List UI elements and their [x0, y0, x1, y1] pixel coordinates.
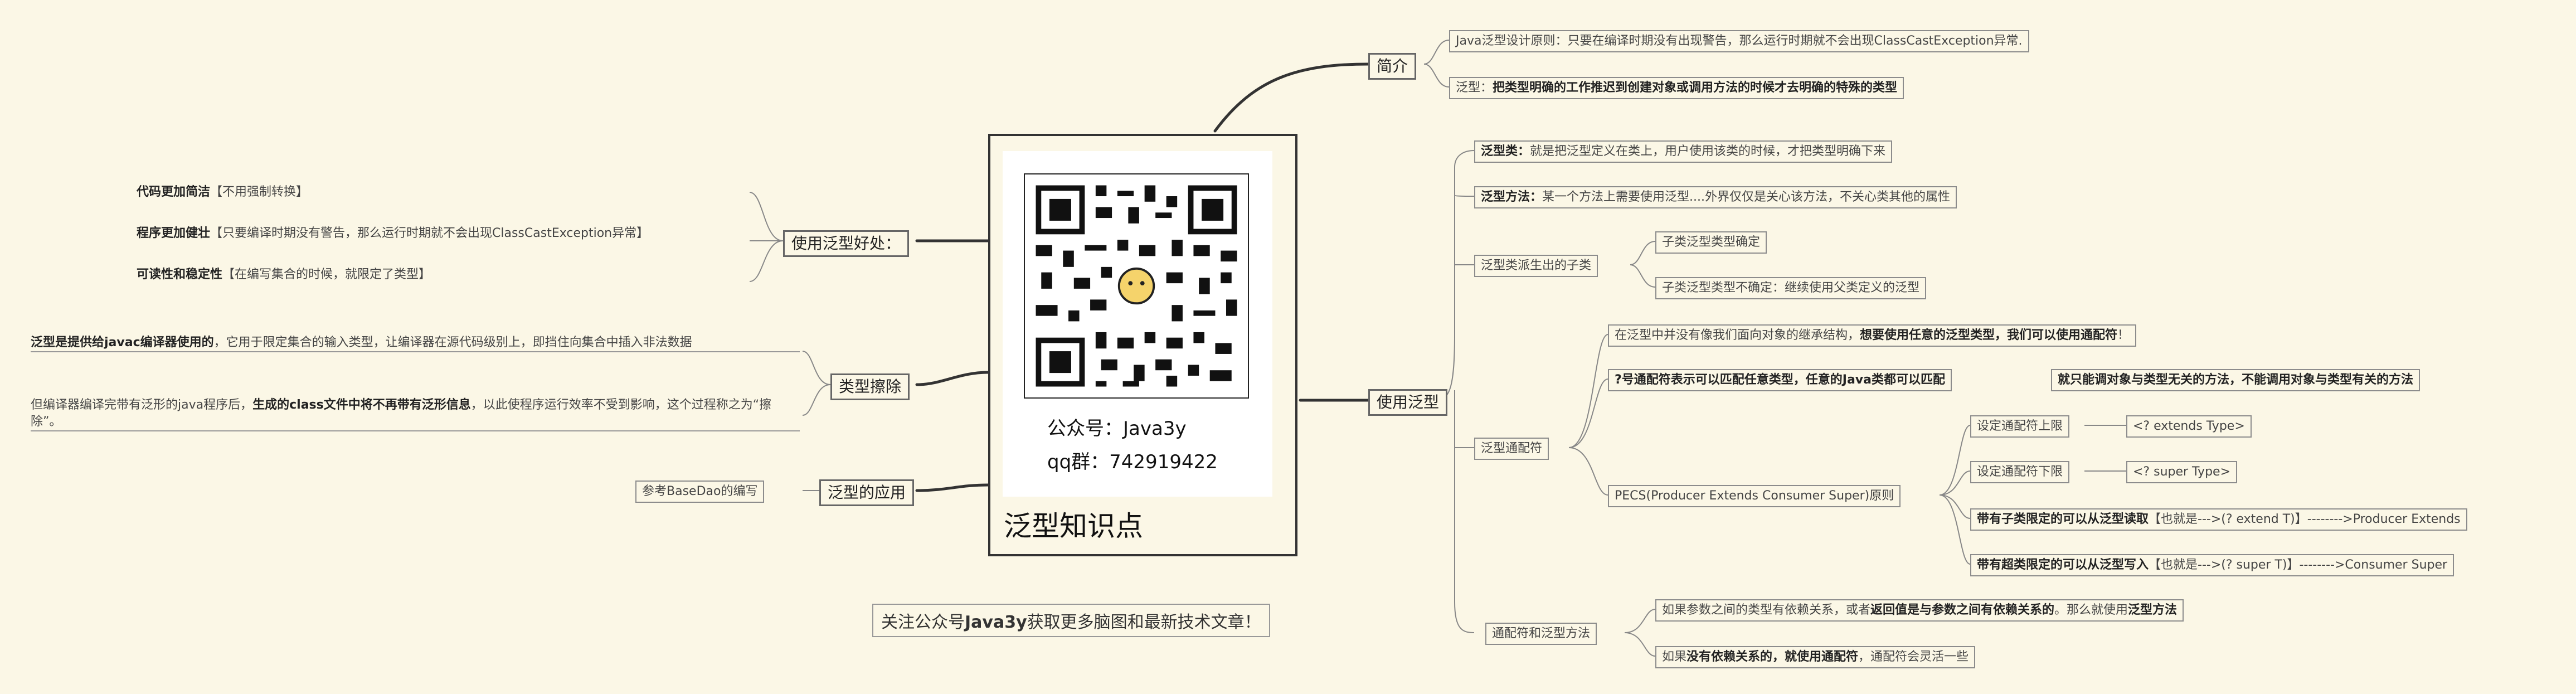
pecs-topic[interactable]: PECS(Producer Extends Consumer Super)原则 [1608, 485, 1901, 507]
generic-class-text: 就是把泛型定义在类上，用户使用该类的时候，才把类型明确下来 [1530, 144, 1886, 158]
benefit-item: 代码更加简洁【不用强制转换】 [137, 184, 750, 201]
pecs-upper-value: <? extends Type> [2126, 415, 2252, 438]
wildcard-bold: 想要使用任意的泛型类型，我们可以使用通配符 [1860, 328, 2118, 342]
wildcard-text: ！ [2117, 328, 2130, 342]
benefit-item: 可读性和稳定性【在编写集合的时候，就限定了类型】 [137, 266, 750, 283]
generic-method-text: 某一个方法上需要使用泛型....外界仅仅是关心该方法，不关心类其他的属性 [1542, 190, 1950, 204]
benefit-bold: 程序更加健壮 [137, 226, 211, 240]
subclass-item-1: 子类泛型类型确定 [1655, 231, 1767, 254]
erasure-item-1: 泛型是提供给javac编译器使用的，它用于限定集合的输入类型，让编译器在源代码级… [31, 334, 800, 352]
benefit-text: 【只要编译时期没有警告，那么运行时期就不会出现ClassCastExceptio… [210, 226, 649, 240]
wvm-bold: 返回值是与参数之间有依赖关系的 [1870, 603, 2055, 617]
benefit-text: 【在编写集合的时候，就限定了类型】 [222, 268, 431, 282]
pecs-producer: 带有子类限定的可以从泛型读取【也就是--->(? extend T)】-----… [1970, 508, 2467, 531]
benefit-bold: 代码更加简洁 [137, 185, 211, 199]
pecs-text: 【也就是--->(? extend T)】-------->Producer E… [2149, 512, 2461, 526]
central-topic-card: 公众号：Java3y qq群：742919422 泛型知识点 [988, 134, 1297, 556]
application-item: 参考BaseDao的编写 [635, 481, 765, 503]
pecs-consumer: 带有超类限定的可以从泛型写入【也就是--->(? super T)】------… [1970, 554, 2455, 576]
wildcard-text: 在泛型中并没有像我们面向对象的继承结构， [1615, 328, 1860, 342]
erasure-text: ，它用于限定集合的输入类型，让编译器在源代码级别上，即挡住向集合中插入非法数据 [213, 336, 692, 350]
benefit-text: 【不用强制转换】 [210, 185, 309, 199]
intro-item-2: 泛型：把类型明确的工作推迟到创建对象或调用方法的时候才去明确的特殊的类型 [1449, 77, 1904, 99]
generic-method-bold: 泛型方法： [1481, 190, 1543, 204]
wildcard-item-2-child: 就只能调对象与类型无关的方法，不能调用对象与类型有关的方法 [2051, 369, 2421, 391]
benefit-item: 程序更加健壮【只要编译时期没有警告，那么运行时期就不会出现ClassCastEx… [137, 225, 750, 242]
wechat-account-label: 公众号：Java3y [1047, 418, 1187, 440]
pecs-bold: 带有超类限定的可以从泛型写入 [1977, 558, 2149, 572]
benefits-list: 代码更加简洁【不用强制转换】 程序更加健壮【只要编译时期没有警告，那么运行时期就… [137, 184, 750, 283]
subclass-topic[interactable]: 泛型类派生出的子类 [1474, 255, 1598, 277]
wildcard-bold: ?号通配符表示可以匹配任意类型，任意的Java类都可以匹配 [1615, 373, 1945, 387]
topic-type-erasure[interactable]: 类型擦除 [830, 373, 910, 400]
pecs-lower-bound: 设定通配符下限 [1970, 461, 2070, 483]
wvm-text: 如果参数之间的类型有依赖关系，或者 [1662, 603, 1871, 617]
central-topic-title: 泛型知识点 [1004, 510, 1143, 542]
topic-use-generics[interactable]: 使用泛型 [1368, 389, 1448, 416]
subclass-item-2: 子类泛型类型不确定：继续使用父类定义的泛型 [1655, 277, 1927, 299]
wildcard-vs-method-item-2: 如果没有依赖关系的，就使用通配符，通配符会灵活一些 [1655, 646, 1976, 668]
erasure-item-2: 但编译器编译完带有泛形的java程序后，生成的class文件中将不再带有泛形信息… [31, 397, 800, 431]
erasure-bold: 泛型是提供给javac编译器使用的 [31, 336, 214, 350]
generic-class-bold: 泛型类： [1481, 144, 1530, 158]
wvm-text: ，通配符会灵活一些 [1858, 650, 1969, 664]
pecs-upper-bound: 设定通配符上限 [1970, 415, 2070, 438]
intro-item-1: Java泛型设计原则：只要在编译时期没有出现警告，那么运行时期就不会出现Clas… [1449, 30, 2029, 52]
intro-text: 泛型： [1456, 81, 1493, 95]
footer-pre: 关注公众号 [881, 613, 965, 632]
erasure-bold: 生成的class文件中将不再带有泛形信息 [252, 398, 471, 412]
wildcard-item-2: ?号通配符表示可以匹配任意类型，任意的Java类都可以匹配 [1608, 369, 1952, 391]
erasure-text: ，以此使程序运行效率不受到影响，这个过程称之为“擦除”。 [31, 398, 772, 429]
footer-note: 关注公众号Java3y获取更多脑图和最新技术文章！ [872, 604, 1270, 637]
footer-bold: Java3y [965, 613, 1027, 632]
pecs-lower-value: <? super Type> [2126, 461, 2238, 483]
generic-method-item: 泛型方法：某一个方法上需要使用泛型....外界仅仅是关心该方法，不关心类其他的属… [1474, 186, 1957, 208]
topic-application[interactable]: 泛型的应用 [819, 479, 915, 506]
pecs-bold: 带有子类限定的可以从泛型读取 [1977, 512, 2149, 526]
wildcard-topic[interactable]: 泛型通配符 [1474, 438, 1549, 460]
topic-intro[interactable]: 简介 [1368, 53, 1417, 80]
pecs-text: 【也就是--->(? super T)】-------->Consumer Su… [2149, 558, 2448, 572]
wvm-bold: 泛型方法 [2128, 603, 2178, 617]
generic-class-item: 泛型类：就是把泛型定义在类上，用户使用该类的时候，才把类型明确下来 [1474, 140, 1893, 163]
wildcard-bold: 就只能调对象与类型无关的方法，不能调用对象与类型有关的方法 [2058, 373, 2414, 387]
wildcard-vs-method-item-1: 如果参数之间的类型有依赖关系，或者返回值是与参数之间有依赖关系的。那么就使用泛型… [1655, 599, 2184, 622]
wildcard-item-1: 在泛型中并没有像我们面向对象的继承结构，想要使用任意的泛型类型，我们可以使用通配… [1608, 324, 2137, 347]
qr-code-image [1024, 173, 1249, 399]
erasure-text: 但编译器编译完带有泛形的java程序后， [31, 398, 253, 412]
qr-panel: 公众号：Java3y qq群：742919422 [1003, 151, 1272, 497]
topic-benefits[interactable]: 使用泛型好处： [783, 230, 910, 257]
wvm-text: 如果 [1662, 650, 1687, 664]
wvm-bold: 没有依赖关系的，就使用通配符 [1686, 650, 1859, 664]
benefit-bold: 可读性和稳定性 [137, 268, 223, 282]
wildcard-vs-method-topic[interactable]: 通配符和泛型方法 [1485, 623, 1597, 645]
qq-group-label: qq群：742919422 [1047, 451, 1218, 473]
footer-post: 获取更多脑图和最新技术文章！ [1027, 613, 1261, 632]
intro-bold: 把类型明确的工作推迟到创建对象或调用方法的时候才去明确的特殊的类型 [1493, 81, 1898, 95]
wvm-text: 。那么就使用 [2054, 603, 2128, 617]
